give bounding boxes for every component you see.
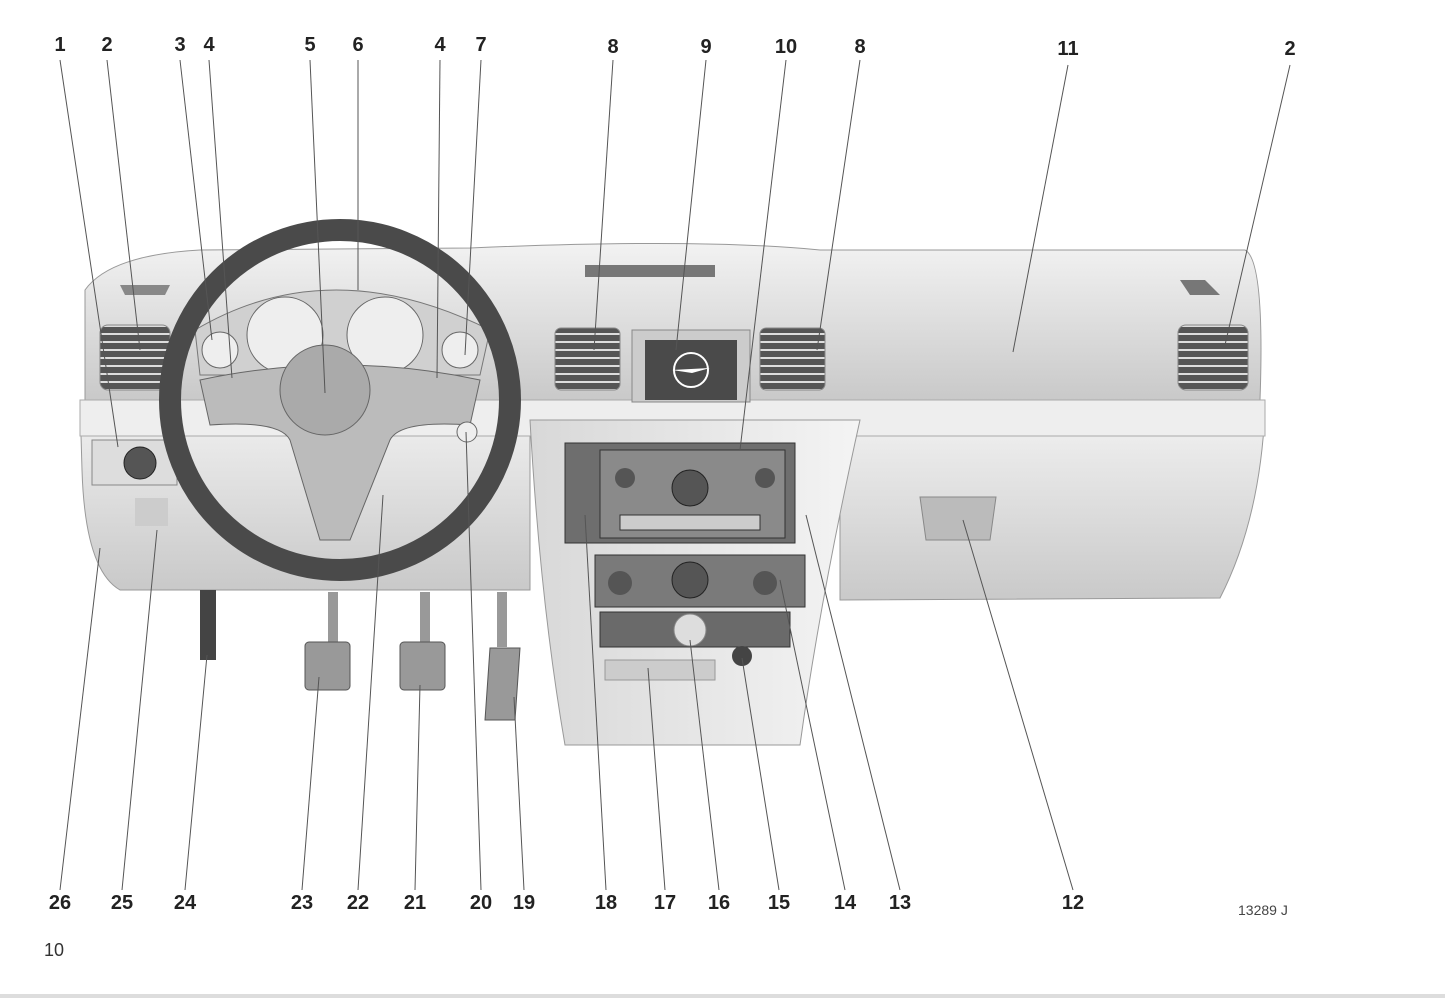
side-vent-right xyxy=(1177,324,1249,391)
callout-label-top: 10 xyxy=(774,36,798,58)
glovebox xyxy=(839,409,1266,601)
callout-label-top: 11 xyxy=(1057,38,1079,60)
callout-label-bottom: 19 xyxy=(512,892,536,914)
page-edge xyxy=(0,994,1445,998)
bonnet-release xyxy=(200,590,216,660)
callout-label-top: 9 xyxy=(700,36,712,58)
callout-label-top: 2 xyxy=(101,34,113,56)
leader-lines xyxy=(59,59,1291,891)
brake-pedal xyxy=(399,641,446,691)
defrost-vent xyxy=(585,265,715,277)
light-switch xyxy=(123,446,157,480)
glovebox-handle xyxy=(919,496,997,541)
steering-wheel xyxy=(159,219,521,581)
callout-label-top: 7 xyxy=(475,34,487,56)
callout-label-top: 5 xyxy=(304,34,316,56)
center-vent-left xyxy=(554,327,621,391)
callout-label-bottom: 12 xyxy=(1061,892,1085,914)
callout-label-bottom: 23 xyxy=(290,892,314,914)
callout-label-bottom: 25 xyxy=(110,892,134,914)
callout-label-top: 8 xyxy=(854,36,866,58)
callout-label-top: 4 xyxy=(203,34,215,56)
side-vent-left xyxy=(99,324,171,391)
callout-label-bottom: 24 xyxy=(173,892,197,914)
callout-label-bottom: 17 xyxy=(653,892,677,914)
clutch-pedal xyxy=(304,641,351,691)
figure-code: 13289 J xyxy=(1238,902,1288,918)
center-vent-right xyxy=(759,327,826,391)
callout-label-top: 1 xyxy=(54,34,66,56)
callout-label-bottom: 20 xyxy=(469,892,493,914)
callout-label-top: 4 xyxy=(434,34,446,56)
callout-label-bottom: 16 xyxy=(707,892,731,914)
callout-label-bottom: 13 xyxy=(888,892,912,914)
page-number: 10 xyxy=(44,940,65,960)
callout-label-bottom: 22 xyxy=(346,892,370,914)
callout-label-bottom: 18 xyxy=(594,892,618,914)
callout-label-top: 3 xyxy=(174,34,186,56)
callout-label-bottom: 26 xyxy=(48,892,72,914)
callout-label-top: 6 xyxy=(352,34,364,56)
callout-label-bottom: 14 xyxy=(833,892,857,914)
callout-label-top: 2 xyxy=(1284,38,1296,60)
ignition xyxy=(456,421,478,443)
callout-label-bottom: 21 xyxy=(403,892,427,914)
callout-label-top: 8 xyxy=(607,36,619,58)
callout-label-bottom: 15 xyxy=(767,892,791,914)
